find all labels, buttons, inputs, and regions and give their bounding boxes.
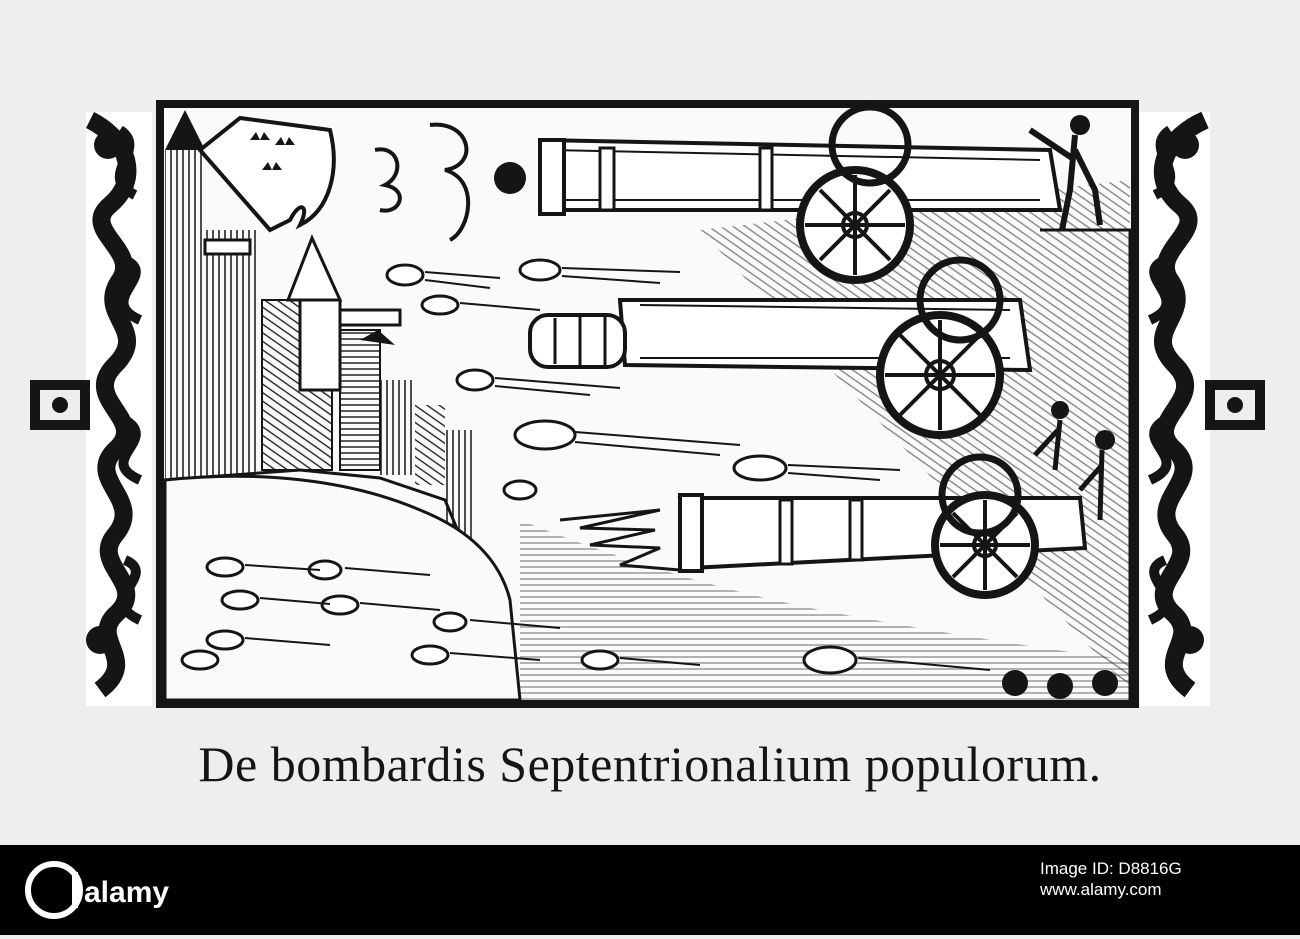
left-ornament	[30, 111, 152, 706]
image-id: Image ID: D8816G	[1040, 859, 1182, 878]
alamy-logo-icon: alamy	[25, 861, 169, 919]
caption: De bombardis Septentrionalium populorum.	[198, 736, 1102, 792]
cannonball-streaks	[180, 258, 858, 675]
fortified-town	[164, 110, 475, 561]
crown-banner	[197, 115, 336, 233]
streak-lines	[244, 267, 991, 671]
alamy-brand-text: alamy	[84, 876, 169, 909]
bottom-cannon	[559, 453, 1088, 599]
middle-cannon	[528, 256, 1033, 439]
watermark-meta: Image ID: D8816G www.alamy.com	[1040, 858, 1280, 922]
top-cannon	[374, 103, 1063, 284]
right-ornament	[1140, 111, 1265, 706]
watermark-bar	[0, 845, 1300, 935]
gunners	[1028, 115, 1132, 700]
cannonball-pile	[1002, 670, 1118, 699]
alamy-url: www.alamy.com	[1040, 880, 1162, 899]
